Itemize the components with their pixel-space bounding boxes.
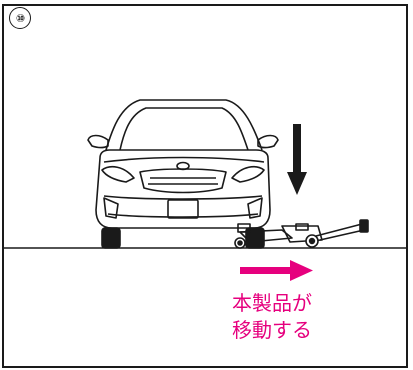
down-arrow-icon xyxy=(287,124,307,195)
car xyxy=(87,99,279,249)
floor-jack xyxy=(234,219,369,249)
caption-line-1: 本製品が xyxy=(232,291,312,315)
caption-line-2: 移動する xyxy=(232,318,312,342)
right-arrow-icon xyxy=(240,260,313,281)
step-number-badge: ⑩ xyxy=(9,7,31,29)
diagram-frame xyxy=(2,4,408,368)
caption-text: 本製品が 移動する xyxy=(232,290,362,344)
